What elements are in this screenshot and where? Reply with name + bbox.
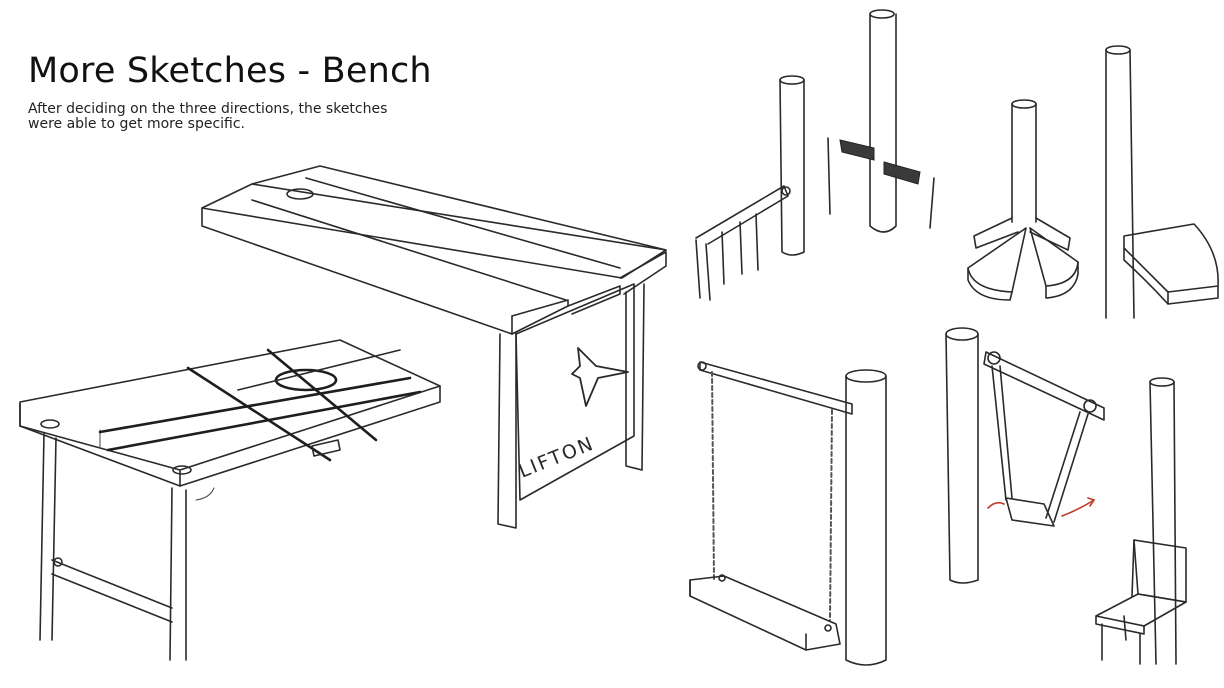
page-subtitle: After deciding on the three directions, …	[28, 101, 388, 132]
page-title: More Sketches - Bench	[28, 51, 432, 91]
carved-name: LIFTON	[516, 432, 598, 482]
sketch-post-with-brackets	[827, 9, 935, 233]
sketch-post-quarter-seat	[1105, 45, 1219, 319]
sketch-chain-swing	[689, 361, 887, 666]
sketch-post-fan-seat	[967, 99, 1079, 301]
sketch-strapped-table	[19, 339, 441, 661]
sketch-post-chair	[1095, 377, 1187, 665]
sketch-pendulum-swing	[945, 327, 1105, 584]
sketch-post-with-rake	[695, 75, 805, 301]
sketch-plank-bench: LIFTON	[201, 165, 667, 529]
